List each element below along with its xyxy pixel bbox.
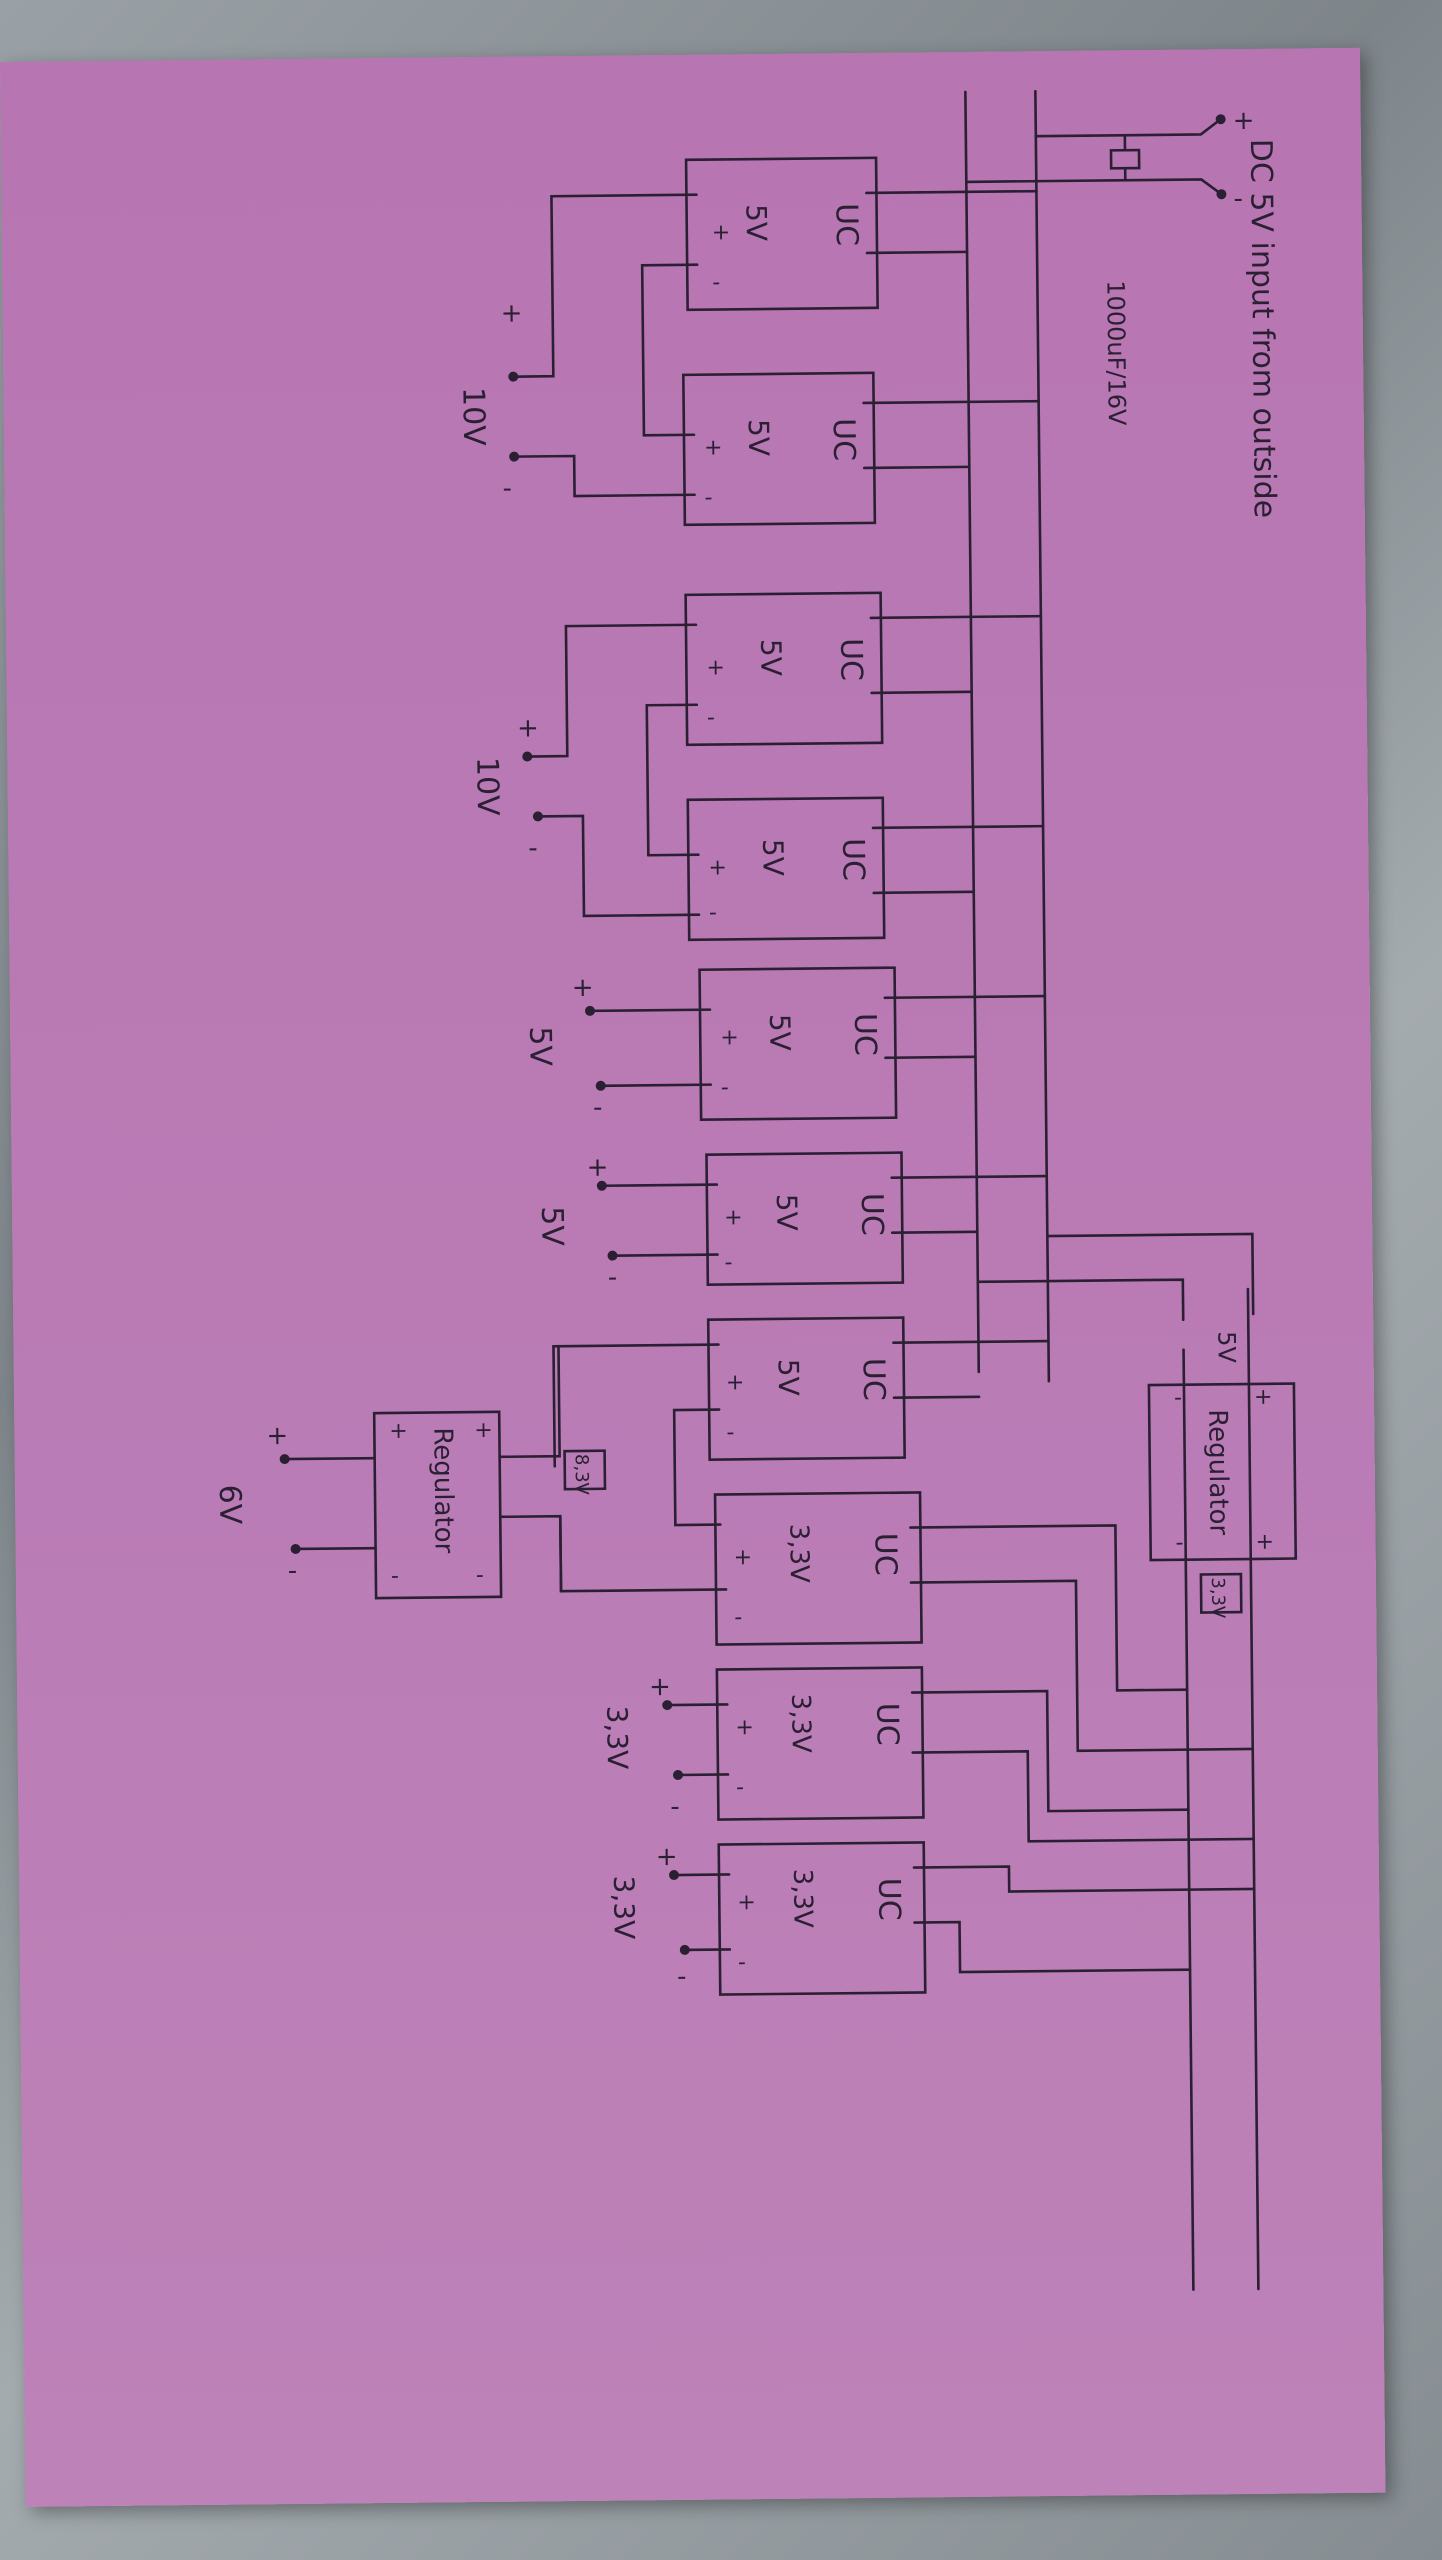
output-3-label: 5V bbox=[522, 1026, 557, 1066]
converter-c9-name: UC bbox=[869, 1703, 904, 1746]
converter-c8: UC 3,3V + - bbox=[558, 1491, 1255, 1753]
output-4-minus: - bbox=[608, 1263, 618, 1293]
regulator-r1: Regulator 5V + - + - 3,3V bbox=[1147, 1331, 1298, 1619]
converter-c4-minus: - bbox=[709, 901, 717, 926]
regulator-r2-input: 8,3V bbox=[571, 1454, 592, 1496]
output-3-plus: + bbox=[572, 973, 594, 1003]
converter-c3-minus: - bbox=[707, 706, 715, 731]
output-7-plus: + bbox=[266, 1421, 288, 1451]
output-6-minus: - bbox=[677, 1962, 687, 1992]
output-4-label: 5V bbox=[534, 1206, 569, 1246]
converter-c9-plus: + bbox=[735, 1715, 754, 1740]
converter-c5-plus: + bbox=[720, 1025, 739, 1050]
output-6-label: 3,3V bbox=[607, 1875, 641, 1939]
converter-c9: UC 3,3V + - + - 3,3V bbox=[600, 1666, 1255, 1843]
converter-c5-name: UC bbox=[847, 1013, 882, 1056]
paper-sheet: + - DC 5V input from outside 1000uF/16V … bbox=[0, 47, 1386, 2507]
regulator-r1-input: 5V bbox=[1212, 1331, 1240, 1364]
converter-c9-minus: - bbox=[736, 1775, 744, 1800]
converter-c2-minus: - bbox=[704, 486, 712, 511]
converter-c8-voltage: 3,3V bbox=[783, 1524, 814, 1584]
output-5-label: 3,3V bbox=[600, 1705, 634, 1769]
converter-c5-minus: - bbox=[721, 1075, 729, 1100]
hand-drawn-schematic: + - DC 5V input from outside 1000uF/16V … bbox=[212, 89, 1298, 2291]
converter-c1: UC 5V + - bbox=[512, 156, 1038, 437]
converter-c4-plus: + bbox=[708, 855, 727, 880]
regulator-r2-minus-in: - bbox=[476, 1563, 484, 1588]
converter-c6-plus: + bbox=[724, 1205, 743, 1230]
output-7-label: 6V bbox=[212, 1484, 247, 1524]
converter-c3-name: UC bbox=[833, 638, 868, 681]
regulator-r1-minus-out: - bbox=[1175, 1531, 1183, 1556]
converter-c2: UC 5V + - + - 10V bbox=[455, 299, 1040, 527]
output-7-minus: - bbox=[288, 1556, 298, 1586]
output-1-minus: - bbox=[502, 474, 512, 504]
converter-c10-voltage: 3,3V bbox=[787, 1869, 818, 1929]
input-minus-label: - bbox=[1233, 184, 1243, 214]
output-6-plus: + bbox=[656, 1842, 678, 1872]
input-terminal: + - DC 5V input from outside bbox=[1215, 106, 1282, 519]
converter-c2-plus: + bbox=[704, 435, 723, 460]
regulator-r1-minus-in: - bbox=[1174, 1386, 1182, 1411]
converter-c1-name: UC bbox=[829, 203, 864, 246]
output-2-minus: - bbox=[528, 833, 538, 863]
output-3-minus: - bbox=[593, 1093, 603, 1123]
converter-c2-name: UC bbox=[826, 418, 861, 461]
main-rails bbox=[964, 89, 1260, 2291]
converter-c10-minus: - bbox=[738, 1950, 746, 1975]
output-1-label: 10V bbox=[455, 387, 491, 447]
regulator-r2-plus-out: + bbox=[389, 1419, 408, 1444]
output-2-plus: + bbox=[517, 713, 539, 743]
output-2-label: 10V bbox=[469, 757, 505, 817]
converter-c1-plus: + bbox=[712, 220, 731, 245]
regulator-r2-plus-in: + bbox=[474, 1418, 493, 1443]
converter-c6: UC 5V + - + - 5V bbox=[534, 1151, 1049, 1293]
converter-c8-minus: - bbox=[734, 1605, 742, 1630]
converter-c10: UC 3,3V + - + - 3,3V bbox=[607, 1841, 1256, 1996]
converter-c3-plus: + bbox=[706, 655, 725, 680]
converter-c3-voltage: 5V bbox=[754, 639, 787, 676]
converter-c9-voltage: 3,3V bbox=[785, 1694, 816, 1754]
regulator-r1-plus-out: + bbox=[1255, 1530, 1274, 1555]
input-label: DC 5V input from outside bbox=[1243, 139, 1282, 519]
capacitor-label: 1000uF/16V bbox=[1101, 280, 1131, 426]
regulator-r1-output: 3,3V bbox=[1207, 1577, 1228, 1619]
regulator-r2: Regulator + - + - 8,3V + - 6V bbox=[212, 1344, 607, 1600]
regulator-r2-minus-out: - bbox=[391, 1564, 399, 1589]
converter-c7-name: UC bbox=[856, 1358, 891, 1401]
converter-c1-minus: - bbox=[712, 270, 720, 295]
converter-c4-name: UC bbox=[835, 838, 870, 881]
converter-c6-name: UC bbox=[854, 1193, 889, 1236]
converter-c8-plus: + bbox=[734, 1545, 753, 1570]
converter-c7: UC 5V + - bbox=[552, 1316, 1050, 1527]
output-1-plus: + bbox=[501, 299, 523, 329]
converter-c10-name: UC bbox=[871, 1878, 906, 1921]
output-5-plus: + bbox=[649, 1672, 671, 1702]
converter-c4-voltage: 5V bbox=[756, 839, 789, 876]
converter-c7-plus: + bbox=[726, 1370, 745, 1395]
converter-c6-voltage: 5V bbox=[770, 1194, 803, 1231]
output-4-plus: + bbox=[586, 1153, 608, 1183]
converter-c4: UC 5V + - + - 10V bbox=[469, 713, 1045, 942]
regulator-r1-label: Regulator bbox=[1202, 1409, 1233, 1535]
regulator-r1-plus-in: + bbox=[1254, 1385, 1273, 1410]
converter-c7-minus: - bbox=[726, 1420, 734, 1445]
converter-c2-voltage: 5V bbox=[742, 419, 775, 456]
regulator-r2-label: Regulator bbox=[427, 1427, 458, 1553]
output-5-minus: - bbox=[670, 1792, 680, 1822]
converter-c3: UC 5V + - bbox=[526, 591, 1043, 857]
converter-c10-plus: + bbox=[737, 1890, 756, 1915]
converter-c5: UC 5V + - + - 5V bbox=[522, 966, 1047, 1123]
converter-c5-voltage: 5V bbox=[763, 1014, 796, 1051]
input-capacitor: 1000uF/16V bbox=[1101, 133, 1141, 426]
converter-c8-name: UC bbox=[867, 1533, 902, 1576]
input-plus-label: + bbox=[1233, 106, 1255, 136]
converter-c7-voltage: 5V bbox=[772, 1359, 805, 1396]
converter-c6-minus: - bbox=[724, 1250, 732, 1275]
converter-c1-voltage: 5V bbox=[740, 204, 773, 241]
